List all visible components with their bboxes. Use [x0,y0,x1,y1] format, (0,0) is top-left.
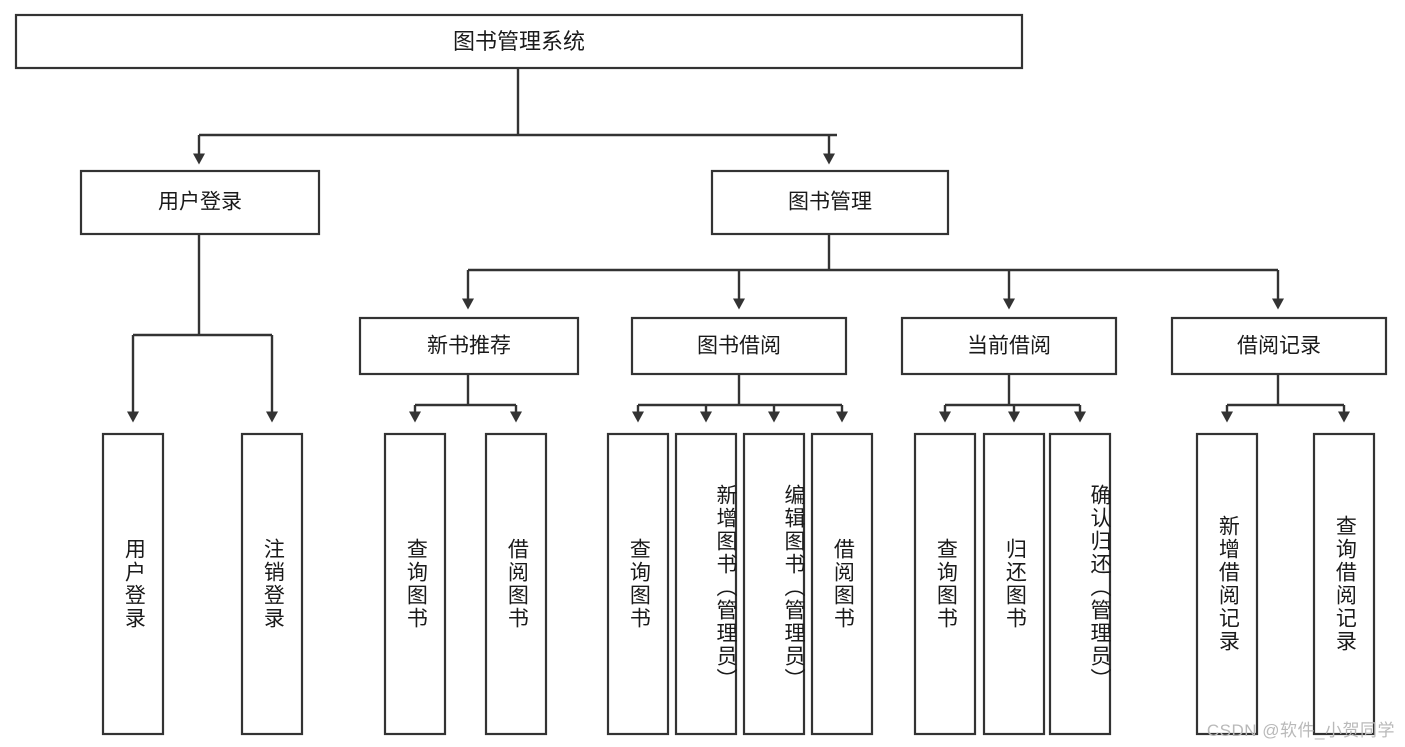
leaf-box-user-login-0[interactable] [101,432,165,736]
node-new-book-recommend-label: 新书推荐 [427,335,511,358]
leaf-box-book-borrow-1[interactable] [674,432,738,736]
leaf-box-book-borrow-3[interactable] [810,432,874,736]
node-book-borrow[interactable]: 图书借阅 [630,316,848,376]
node-current-borrow-label: 当前借阅 [967,335,1051,358]
leaf-box-current-borrow-1[interactable] [982,432,1046,736]
edge-root-to-level2 [193,68,837,165]
node-book-management-label: 图书管理 [788,191,872,214]
leaf-box-current-borrow-2[interactable] [1048,432,1112,736]
edge-newbook-to-leaves [409,374,522,423]
node-new-book-recommend[interactable]: 新书推荐 [358,316,580,376]
leaf-box-new-book-recommend-1[interactable] [484,432,548,736]
node-borrow-record-label: 借阅记录 [1237,335,1321,358]
node-borrow-record[interactable]: 借阅记录 [1170,316,1388,376]
watermark-text: CSDN @软件_小贺同学 [1206,721,1395,740]
leaf-box-borrow-record-0[interactable] [1195,432,1259,736]
edge-userlogin-to-leaves [127,234,278,423]
leaf-box-current-borrow-0[interactable] [913,432,977,736]
edge-bookmgmt-to-level3 [462,234,1284,310]
node-current-borrow[interactable]: 当前借阅 [900,316,1118,376]
edge-currentborrow-to-leaves [939,374,1086,423]
leaf-box-new-book-recommend-0[interactable] [383,432,447,736]
node-user-login[interactable]: 用户登录 [79,169,321,236]
leaf-box-user-login-1[interactable] [240,432,304,736]
leaf-box-borrow-record-1[interactable] [1312,432,1376,736]
node-book-management[interactable]: 图书管理 [710,169,950,236]
leaf-box-book-borrow-2[interactable] [742,432,806,736]
node-root-label: 图书管理系统 [453,29,585,54]
edge-bookborrow-to-leaves [632,374,848,423]
node-root-book-management-system[interactable]: 图书管理系统 [14,13,1024,70]
node-user-login-label: 用户登录 [158,191,242,214]
edge-borrowrecord-to-leaves [1221,374,1350,423]
node-book-borrow-label: 图书借阅 [697,335,781,358]
leaf-box-book-borrow-0[interactable] [606,432,670,736]
